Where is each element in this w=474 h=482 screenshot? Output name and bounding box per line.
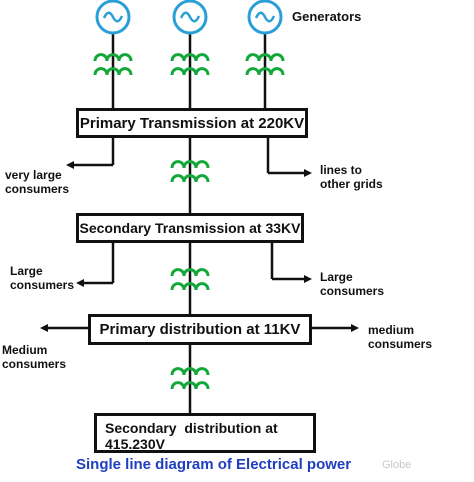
- generator-3-icon: [247, 0, 283, 35]
- primary-transmission-box: Primary Transmission at 220KV: [76, 108, 308, 138]
- very-large-consumers-label: very large consumers: [5, 168, 70, 196]
- lines-to-other-grids-label: lines to other grids: [320, 163, 383, 191]
- medium-consumers-right-label: medium consumers: [368, 323, 433, 351]
- generator-transformer-1-icon: [93, 53, 133, 76]
- arrow-other-grids: [304, 169, 312, 177]
- generator-2-icon: [172, 0, 208, 35]
- arrow-very-large: [66, 161, 74, 169]
- distribution-transformer-icon: [170, 367, 210, 390]
- transmission-transformer-icon: [170, 160, 210, 183]
- generator-1-icon: [95, 0, 131, 35]
- large-consumers-left-label: Large consumers: [10, 264, 75, 292]
- secondary-distribution-box: Secondary distribution at 415.230V: [94, 413, 316, 453]
- secondary-transmission-box: Secondary Transmission at 33KV: [76, 213, 304, 243]
- primary-distribution-box: Primary distribution at 11KV: [88, 314, 312, 345]
- medium-consumers-left-label: Medium consumers: [2, 343, 67, 371]
- arrow-medium-right: [351, 324, 359, 332]
- diagram-caption: Single line diagram of Electrical power: [76, 456, 352, 473]
- subtransmission-transformer-icon: [170, 268, 210, 291]
- watermark-text: Globe: [382, 459, 412, 471]
- arrow-large-right: [304, 275, 312, 283]
- generators-label: Generators: [292, 9, 362, 24]
- arrow-large-left: [76, 279, 84, 287]
- generator-transformer-3-icon: [245, 53, 285, 76]
- generator-transformer-2-icon: [170, 53, 210, 76]
- arrow-medium-left: [40, 324, 48, 332]
- large-consumers-right-label: Large consumers: [320, 270, 385, 298]
